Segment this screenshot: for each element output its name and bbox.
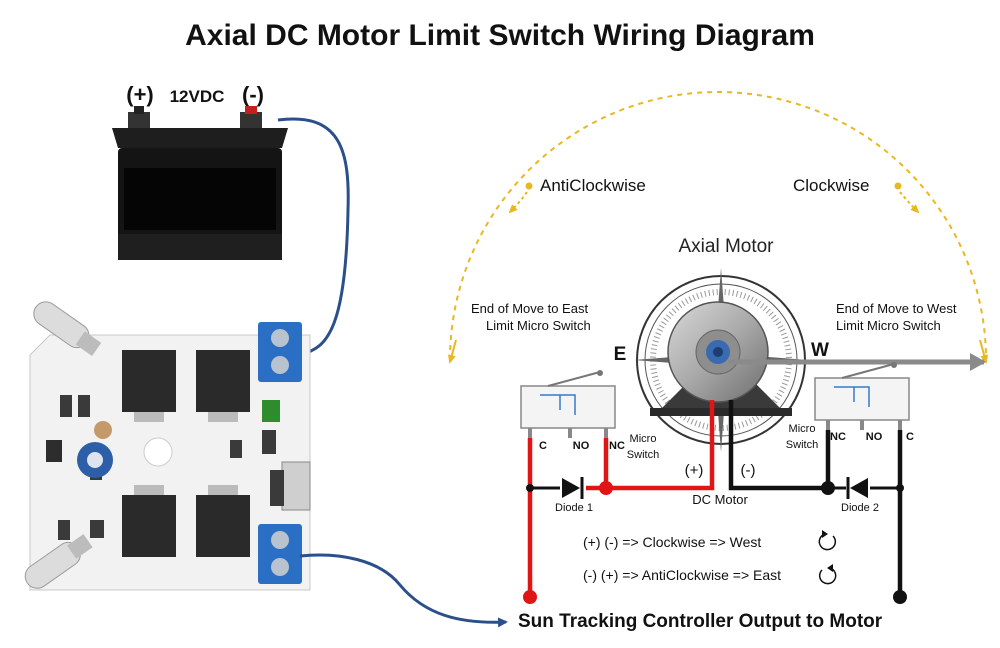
mosfet-q1: [122, 495, 176, 557]
motor-plus-label: (+): [685, 462, 704, 479]
east-micro-switch: [520, 370, 616, 438]
east-pin-c: C: [539, 440, 547, 452]
battery-minus-label: (-): [242, 82, 264, 107]
east-switch-switch: Switch: [627, 449, 659, 461]
controller-output-label: Sun Tracking Controller Output to Motor: [518, 611, 883, 632]
west-pin-c: C: [906, 431, 914, 443]
east-pin-nc: NC: [609, 440, 625, 452]
clockwise-label: Clockwise: [793, 176, 870, 195]
mosfet-q2: [196, 495, 250, 557]
diode-2-icon: [846, 477, 868, 499]
black-wiring: [728, 400, 907, 604]
diagram-title: Axial DC Motor Limit Switch Wiring Diagr…: [185, 19, 815, 52]
clockwise-rotation-icon: [818, 530, 837, 551]
legend-line-2: (-) (+) => AntiClockwise => East: [583, 567, 781, 583]
east-switch-caption-1: End of Move to East: [471, 301, 588, 316]
mosfet-q4: [122, 350, 176, 412]
west-label: W: [811, 340, 829, 361]
board-to-output-wire: [299, 553, 508, 628]
east-switch-micro: Micro: [630, 433, 657, 445]
battery-to-board-wire: [277, 117, 350, 358]
east-label: E: [614, 344, 627, 365]
anticlockwise-label: AntiClockwise: [540, 176, 646, 195]
west-pin-no: NO: [866, 431, 883, 443]
controller-board: [24, 301, 311, 591]
west-switch-caption-1: End of Move to West: [836, 301, 957, 316]
west-switch-switch: Switch: [786, 439, 818, 451]
clockwise-arrow-icon: [899, 191, 920, 214]
power-terminal-block: [258, 322, 302, 382]
motor-minus-label: (-): [741, 462, 756, 479]
motor-terminal-block: [258, 524, 302, 584]
west-pin-nc: NC: [830, 431, 846, 443]
anticlockwise-arrow-icon: [508, 191, 528, 214]
west-switch-micro: Micro: [789, 423, 816, 435]
battery-voltage-label: 12VDC: [170, 87, 225, 106]
dc-motor-label: DC Motor: [692, 492, 748, 507]
battery-plus-label: (+): [126, 82, 154, 107]
red-wiring: [523, 400, 715, 604]
legend-line-1: (+) (-) => Clockwise => West: [583, 534, 761, 550]
west-switch-caption-2: Limit Micro Switch: [836, 318, 941, 333]
west-micro-switch: [814, 362, 910, 430]
diode-1-icon: [562, 477, 584, 499]
diode-1-label: Diode 1: [555, 502, 593, 514]
axial-motor-title: Axial Motor: [678, 236, 774, 257]
mosfet-q3: [196, 350, 250, 412]
anticlockwise-rotation-icon: [818, 564, 837, 585]
rotation-arc: [449, 91, 987, 361]
battery-icon: [112, 106, 288, 260]
east-pin-no: NO: [573, 440, 590, 452]
diode-2-label: Diode 2: [841, 502, 879, 514]
east-switch-caption-2: Limit Micro Switch: [486, 318, 591, 333]
